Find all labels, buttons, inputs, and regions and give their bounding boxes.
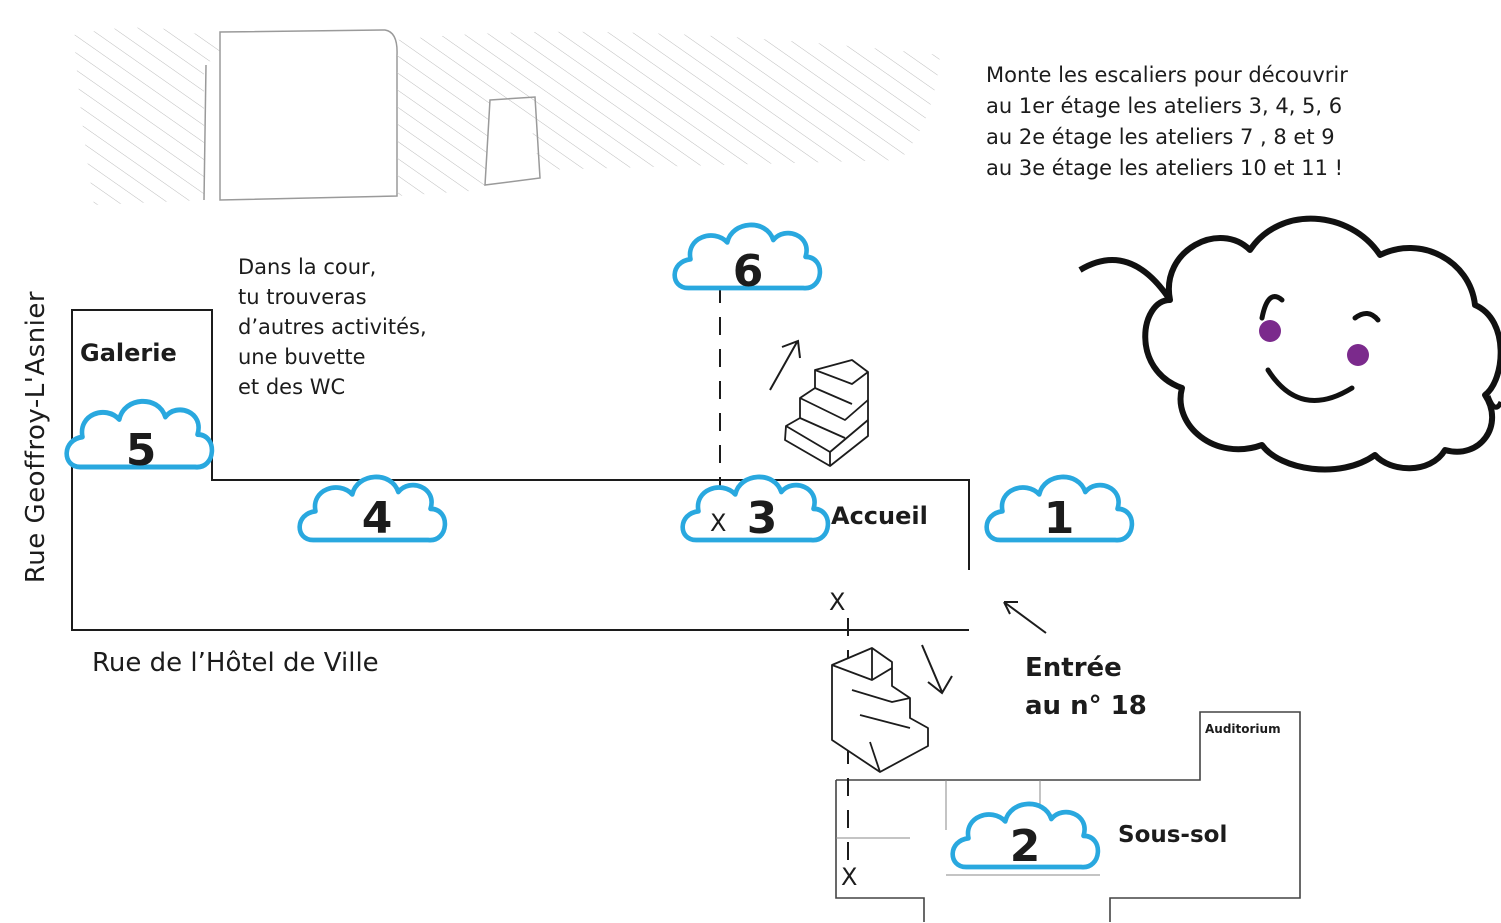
entrance-line: Entrée — [1025, 653, 1122, 683]
note-line: au 2e étage les ateliers 7 , 8 et 9 — [986, 125, 1335, 149]
room-label-auditorium: Auditorium — [1205, 722, 1281, 736]
building-outline — [71, 309, 970, 631]
note-line: Dans la cour, — [238, 255, 377, 279]
note-line: Monte les escaliers pour découvrir — [986, 63, 1348, 87]
street-label-bottom: Rue de l’Hôtel de Ville — [92, 648, 379, 678]
room-label-accueil: Accueil — [831, 502, 928, 530]
workshop-1-number: 1 — [1043, 493, 1075, 544]
workshop-5-number: 5 — [125, 425, 157, 476]
entrance-line: au n° 18 — [1025, 691, 1147, 721]
neighbour-buildings — [74, 27, 940, 205]
mascot-cloud-icon — [1078, 215, 1501, 473]
workshop-4-number: 4 — [361, 493, 393, 544]
workshop-2-number: 2 — [1009, 821, 1041, 872]
street-label-left: Rue Geoffroy-L'Asnier — [21, 290, 51, 584]
stairs-down-icon — [831, 647, 929, 773]
note-line: d’autres activités, — [238, 315, 427, 339]
path-marker: X — [829, 588, 846, 616]
note-line: tu trouveras — [238, 285, 367, 309]
upper-floors-note: Monte les escaliers pour découvrir au 1e… — [986, 60, 1348, 184]
arrow-up-icon — [769, 339, 801, 391]
note-line: au 3e étage les ateliers 10 et 11 ! — [986, 156, 1344, 180]
note-line: et des WC — [238, 375, 346, 399]
entrance-arrow-icon — [1003, 601, 1047, 634]
room-label-sous-sol: Sous-sol — [1118, 822, 1228, 848]
path-marker: X — [841, 863, 858, 891]
entrance-label: Entrée au n° 18 — [1025, 649, 1147, 725]
workshop-clouds — [67, 225, 1132, 867]
path-marker: X — [710, 509, 727, 537]
workshop-6-number: 6 — [732, 246, 764, 297]
workshop-3-number: 3 — [746, 493, 778, 544]
basement-outline — [835, 711, 1301, 922]
note-line: une buvette — [238, 345, 366, 369]
arrow-down-icon — [921, 644, 953, 695]
stairs-up-icon — [784, 359, 869, 467]
room-label-galerie: Galerie — [80, 339, 177, 367]
note-line: au 1er étage les ateliers 3, 4, 5, 6 — [986, 94, 1343, 118]
courtyard-note: Dans la cour, tu trouveras d’autres acti… — [238, 252, 427, 402]
